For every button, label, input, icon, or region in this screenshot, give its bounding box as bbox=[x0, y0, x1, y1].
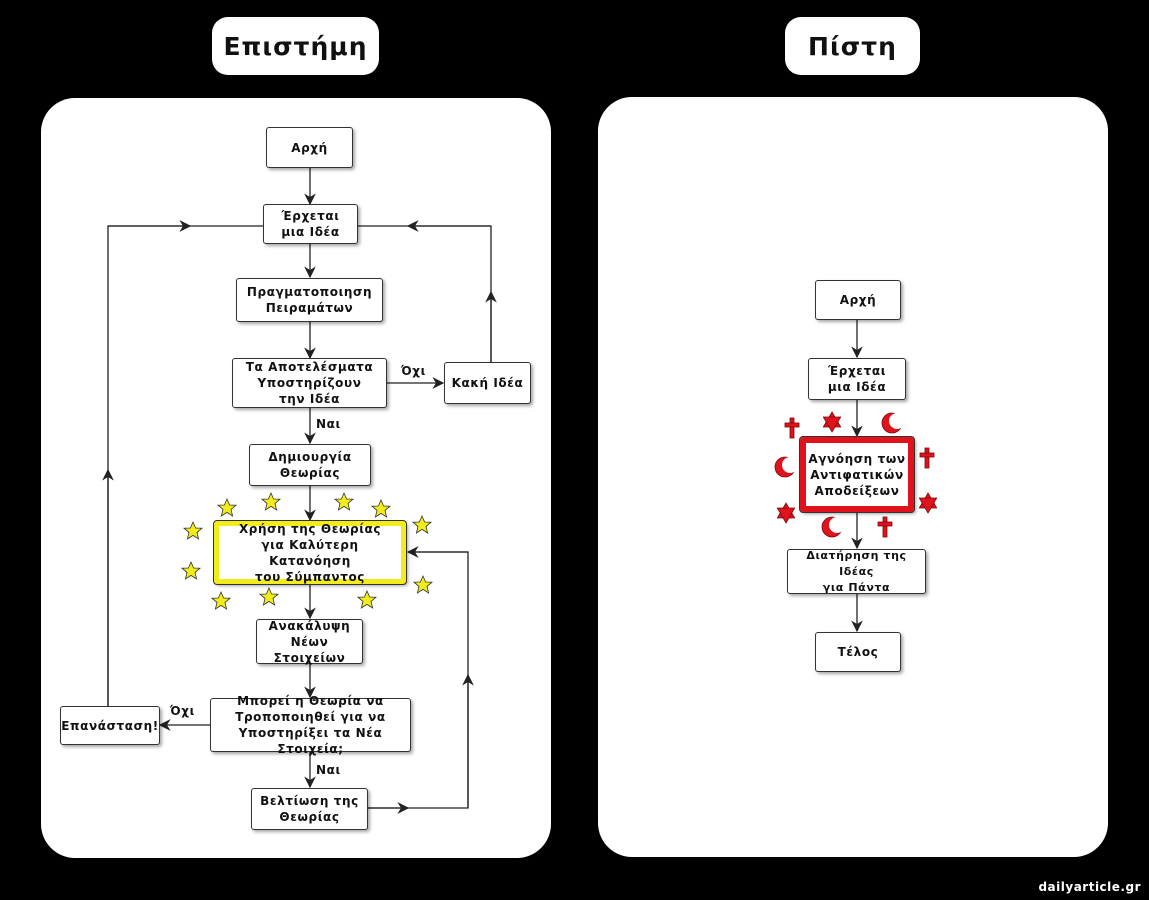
star-icon bbox=[180, 560, 202, 580]
faith-start-box: Αρχή bbox=[815, 280, 901, 320]
star-icon bbox=[370, 498, 392, 518]
star-icon bbox=[216, 497, 238, 517]
star-icon bbox=[412, 574, 434, 594]
cross-icon bbox=[919, 447, 935, 469]
ignore-box: Αγνόηση των Αντιφατικών Αποδείξεων bbox=[799, 436, 915, 513]
crescent-icon bbox=[821, 516, 845, 538]
revolution-box: Επανάσταση! bbox=[60, 706, 160, 745]
yes-label: Ναι bbox=[316, 763, 341, 777]
cross-icon bbox=[877, 516, 893, 538]
results-box: Τα Αποτελέσματα Υποστηρίζουν την Ιδέα bbox=[232, 358, 387, 408]
star-icon bbox=[356, 589, 378, 609]
use-theory-box: Χρήση της Θεωρίας για Καλύτερη Κατανόηση… bbox=[213, 520, 407, 585]
science-title: Επιστήμη bbox=[212, 17, 379, 75]
star-of-david-icon bbox=[822, 411, 842, 433]
star-icon bbox=[411, 514, 433, 534]
end-box: Τέλος bbox=[815, 632, 901, 672]
experiments-box: Πραγματοποιηση Πειραμάτων bbox=[236, 278, 383, 322]
star-decorations bbox=[180, 491, 434, 610]
site-credit: dailyarticle.gr bbox=[1038, 880, 1141, 894]
no-label: Όχι bbox=[401, 364, 426, 378]
improve-box: Βελτίωση της Θεωρίας bbox=[251, 788, 368, 830]
discovery-box: Ανακάλυψη Νέων Στοιχείων bbox=[256, 619, 363, 665]
faith-idea-box: Έρχεται μια Ιδέα bbox=[808, 358, 906, 400]
bad-idea-box: Κακή Ιδέα bbox=[444, 362, 531, 404]
modify-box: Μπορεί η Θεωρία να Τροποποιηθεί για να Υ… bbox=[210, 694, 411, 756]
keep-idea-box: Διατήρηση της Ιδέας για Πάντα bbox=[787, 549, 926, 594]
cross-icon bbox=[784, 417, 800, 439]
yes-label: Ναι bbox=[316, 417, 341, 431]
crescent-icon bbox=[774, 456, 798, 478]
star-icon bbox=[258, 586, 280, 606]
star-of-david-icon bbox=[776, 502, 796, 524]
science-start-box: Αρχή bbox=[266, 127, 353, 168]
star-icon bbox=[260, 491, 282, 511]
star-of-david-icon bbox=[918, 492, 938, 514]
faith-title: Πίστη bbox=[785, 17, 920, 75]
science-idea-box: Έρχεται μια Ιδέα bbox=[263, 204, 358, 244]
star-icon bbox=[210, 590, 232, 610]
star-icon bbox=[182, 520, 204, 540]
no-label: Όχι bbox=[170, 704, 195, 718]
crescent-icon bbox=[881, 412, 905, 434]
star-icon bbox=[333, 491, 355, 511]
theory-box: Δημιουργία Θεωρίας bbox=[249, 444, 371, 486]
